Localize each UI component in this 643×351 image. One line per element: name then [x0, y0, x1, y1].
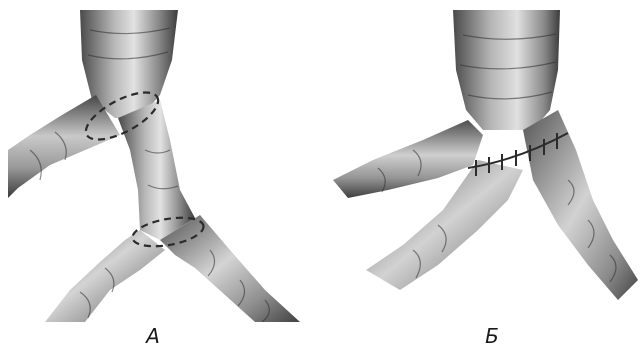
trachea: [453, 10, 560, 130]
panel-a-label: А: [128, 322, 178, 351]
panel-a-illustration: [0, 0, 305, 322]
lower-left-branch: [45, 230, 165, 322]
middle-trunk: [118, 100, 195, 240]
lower-right-branch: [160, 215, 300, 322]
left-branch: [8, 95, 120, 198]
panel-b-illustration: [318, 0, 643, 322]
panel-b: [318, 0, 643, 322]
lower-right-branch: [523, 110, 638, 300]
panel-b-label: Б: [467, 322, 517, 351]
panel-a: [0, 0, 305, 322]
